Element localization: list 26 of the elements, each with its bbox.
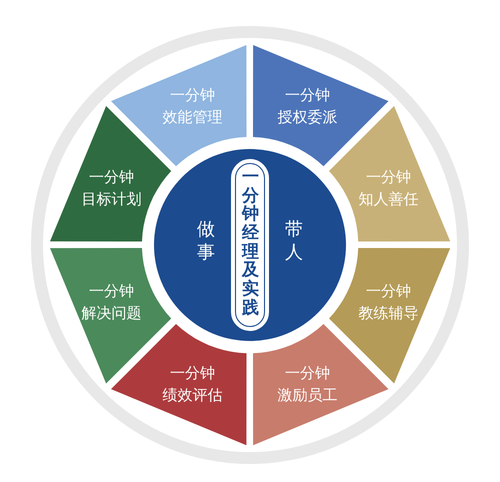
segment-label: 一分钟	[365, 166, 412, 188]
segment-label: 知人善任	[358, 188, 419, 210]
segment	[111, 45, 247, 166]
center-label: 做事	[197, 219, 215, 264]
segment-label: 一分钟	[88, 281, 135, 302]
segment	[253, 324, 389, 445]
segment	[50, 248, 172, 384]
segment-label: 效能管理	[162, 107, 223, 128]
title-capsule	[231, 159, 269, 331]
segment	[253, 45, 389, 166]
segment-label: 一分钟	[284, 362, 331, 384]
segment-label: 一分钟	[284, 85, 331, 106]
segment-label: 激励员工	[277, 384, 338, 406]
segment	[328, 248, 450, 384]
segment-label: 绩效评估	[162, 384, 223, 406]
segment-label: 授权委派	[277, 107, 338, 128]
segment-label: 一分钟	[365, 281, 412, 302]
segment-label: 目标计划	[81, 188, 142, 210]
segment-label: 解决问题	[81, 303, 142, 324]
title-text: 一分钟经理及实践	[242, 168, 259, 318]
segment-label: 一分钟	[169, 85, 216, 106]
segment-label: 一分钟	[88, 166, 135, 188]
segment	[111, 324, 247, 445]
segment-label: 教练辅导	[358, 303, 419, 324]
center-label: 带人	[285, 219, 303, 264]
segment-label: 一分钟	[169, 362, 216, 384]
